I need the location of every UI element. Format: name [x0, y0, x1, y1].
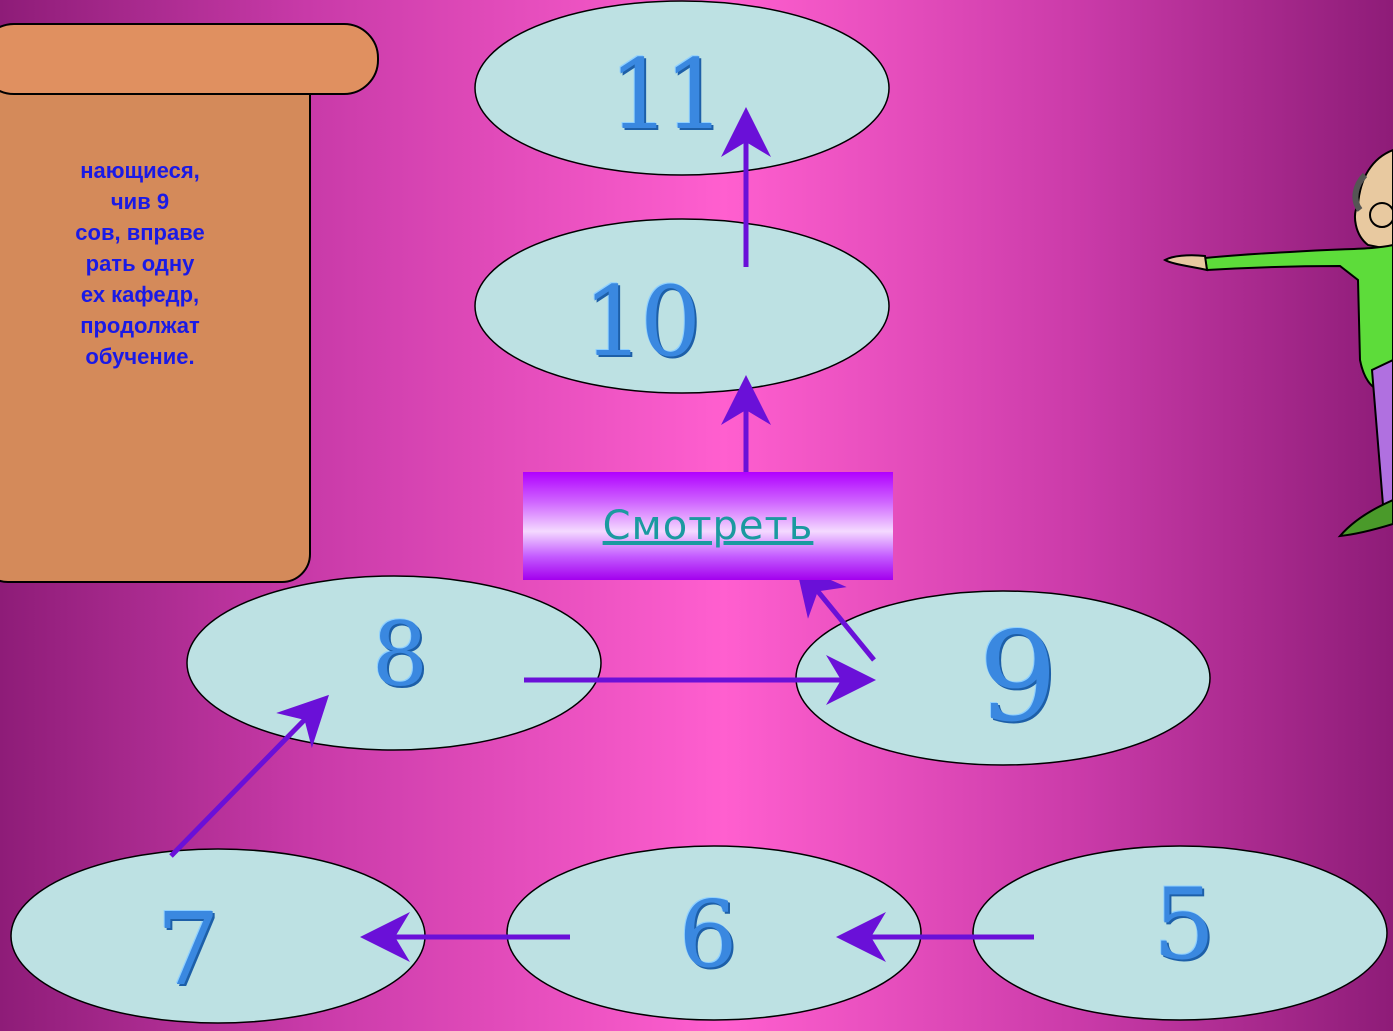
- scroll-text: нающиеся, чив 9 сов, вправе рать одну ех…: [0, 155, 290, 372]
- scroll-cap: [0, 24, 378, 94]
- professor-trousers: [1372, 360, 1393, 508]
- professor-shoe: [1340, 500, 1393, 536]
- professor-head: [1355, 150, 1393, 250]
- node-7-label: 7: [156, 900, 220, 1000]
- watch-link[interactable]: Смотреть: [523, 472, 893, 580]
- arrow-7-to-8: [171, 702, 322, 856]
- professor-character: [1165, 150, 1393, 536]
- node-6-label: 6: [679, 889, 738, 981]
- node-10-label: 10: [583, 274, 697, 370]
- node-5-label: 5: [1153, 876, 1215, 974]
- node-8-label: 8: [372, 611, 428, 699]
- pointing-hand: [1165, 255, 1207, 270]
- node-11-label: 11: [609, 47, 719, 143]
- node-9-label: 9: [979, 616, 1058, 740]
- professor-arm-sleeve: [1205, 245, 1393, 395]
